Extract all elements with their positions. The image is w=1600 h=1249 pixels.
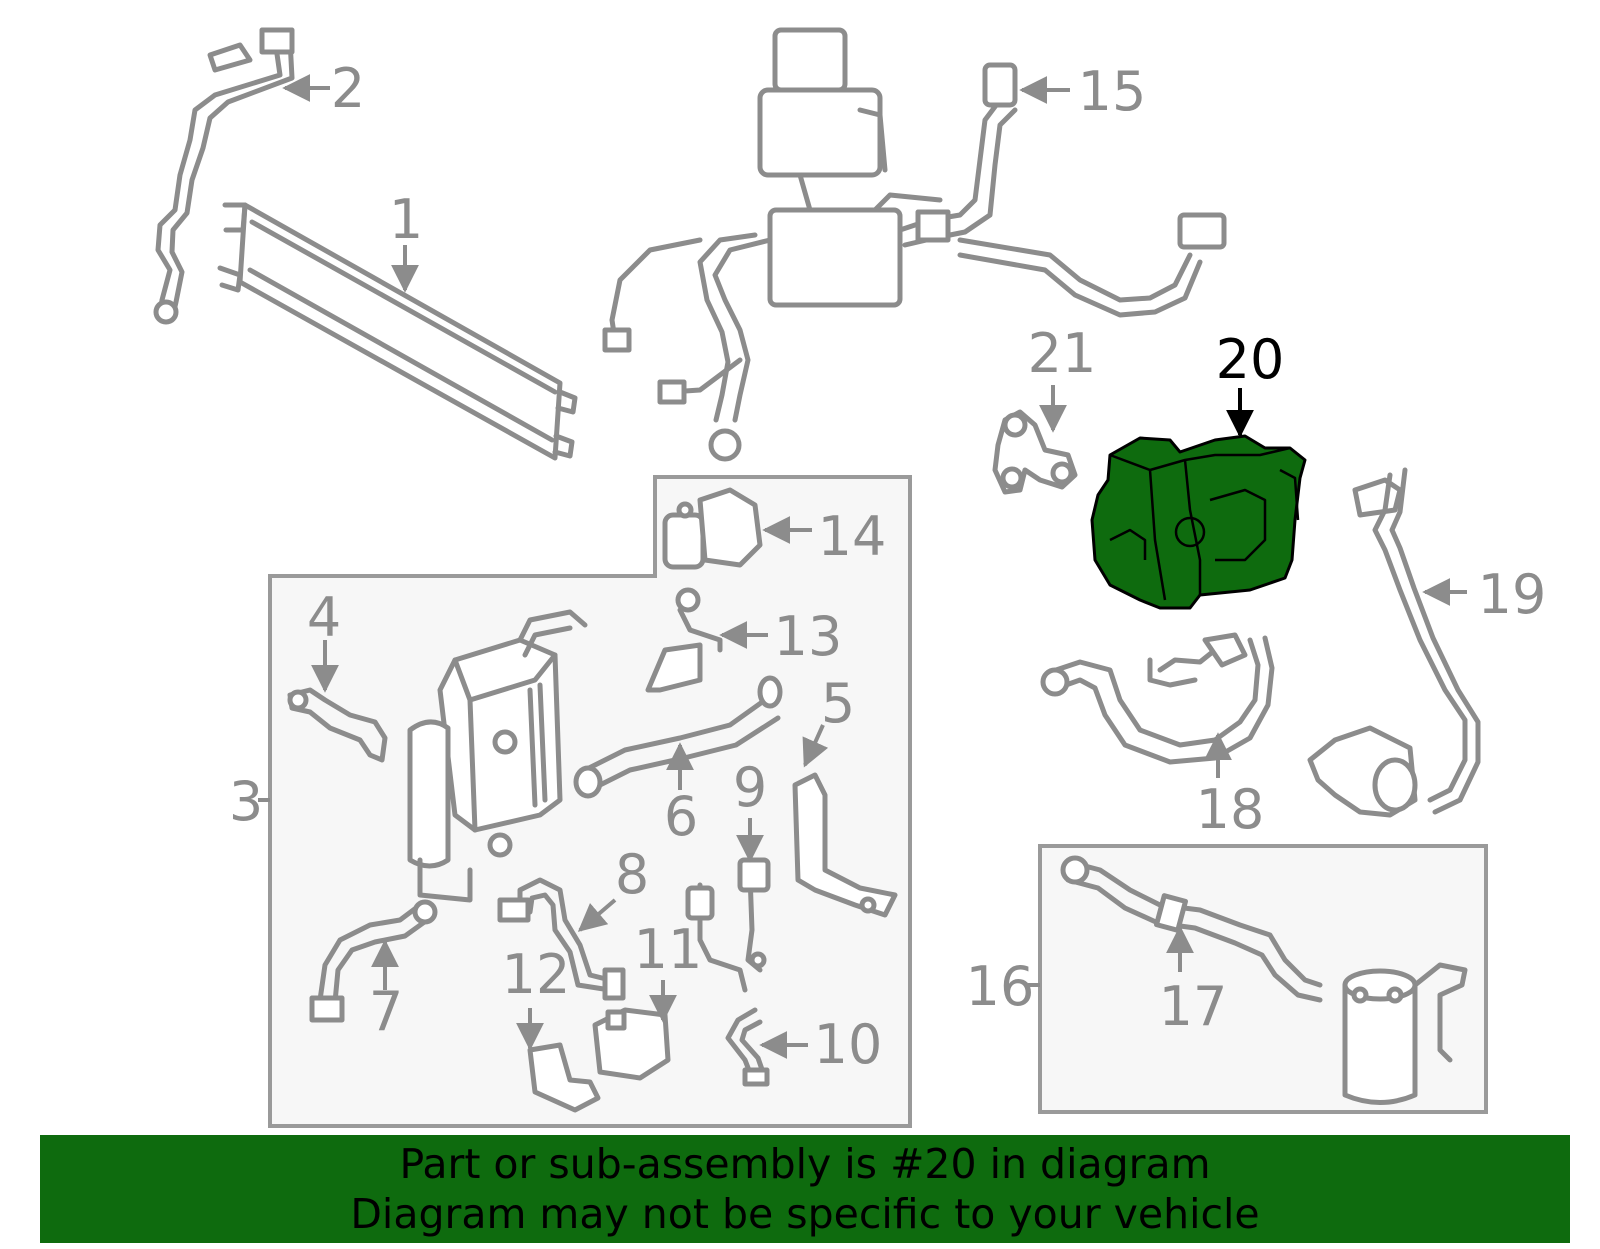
part-7-tube (309, 899, 438, 1023)
callout-8[interactable]: 8 (615, 843, 649, 906)
part-10-tube (725, 1007, 770, 1087)
callout-9[interactable]: 9 (733, 756, 767, 819)
callout-5[interactable]: 5 (821, 672, 855, 735)
part-5-bracket (792, 772, 898, 918)
footer-banner: Part or sub-assembly is #20 in diagram D… (40, 1135, 1570, 1245)
callout-15[interactable]: 15 (1078, 60, 1147, 123)
callout-7[interactable]: 7 (369, 980, 403, 1043)
callout-3[interactable]: 3 (229, 770, 263, 833)
center-hose-assembly (602, 27, 1227, 462)
callout-6[interactable]: 6 (664, 785, 698, 848)
callout-21[interactable]: 21 (1028, 322, 1097, 385)
part-8-tube (497, 877, 626, 1001)
part-12-bracket (527, 1042, 601, 1113)
part-18-hose (1040, 632, 1275, 765)
callout-10[interactable]: 10 (814, 1013, 883, 1076)
part-11-sensor (592, 1007, 671, 1081)
part-14-sensor (662, 487, 763, 570)
callout-20[interactable]: 20 (1216, 328, 1285, 391)
callout-18[interactable]: 18 (1196, 778, 1265, 841)
part-17-hose (1060, 855, 1323, 1003)
part-19-line (1307, 467, 1481, 818)
callout-13[interactable]: 13 (774, 605, 843, 668)
footer-line-1: Part or sub-assembly is #20 in diagram (399, 1140, 1211, 1188)
part-21-bracket (992, 409, 1078, 495)
callout-16[interactable]: 16 (966, 955, 1035, 1018)
footer-banner-bg (40, 1135, 1570, 1243)
part-3-chiller-assembly (407, 609, 588, 903)
callout-4[interactable]: 4 (307, 586, 341, 649)
footer-line-2: Diagram may not be specific to your vehi… (350, 1190, 1260, 1238)
callout-1[interactable]: 1 (389, 188, 423, 251)
leader-8 (577, 898, 617, 932)
callout-12[interactable]: 12 (502, 943, 571, 1006)
part-16-receiver-drier (1342, 962, 1468, 1105)
callout-14[interactable]: 14 (818, 505, 887, 568)
callout-17[interactable]: 17 (1159, 975, 1228, 1038)
part-20-compressor (1090, 434, 1307, 610)
leader-5 (802, 724, 829, 768)
part-4-bracket (287, 687, 388, 763)
callout-19[interactable]: 19 (1478, 563, 1547, 626)
part-9-tube (685, 857, 771, 993)
callout-11[interactable]: 11 (634, 918, 703, 981)
part-2-line-bracket (153, 27, 295, 325)
callout-2[interactable]: 2 (331, 57, 365, 120)
part-1-condenser (217, 202, 578, 461)
